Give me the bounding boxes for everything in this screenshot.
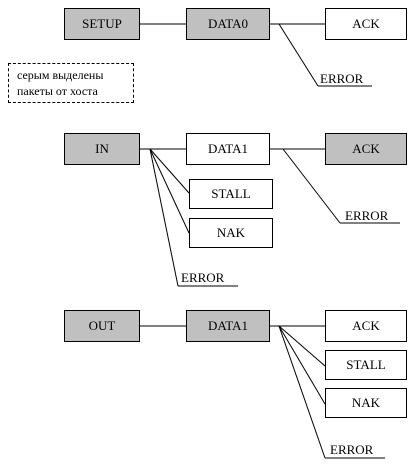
out-error-label: ERROR xyxy=(330,442,374,457)
setup-data0-label: DATA0 xyxy=(207,16,249,31)
setup-ack-box: ACK xyxy=(325,8,407,40)
in-ack-box: ACK xyxy=(325,133,407,165)
in-to-error-line xyxy=(149,148,179,287)
setup-error-label: ERROR xyxy=(320,71,364,86)
in-token-label: IN xyxy=(95,141,109,156)
out-data1-to-error-line xyxy=(278,325,326,459)
in-data1-box: DATA1 xyxy=(186,133,270,165)
out-ack-box: ACK xyxy=(325,310,407,342)
out-data1-box: DATA1 xyxy=(186,310,270,342)
out-nak-label: NAK xyxy=(351,395,381,410)
in-error-label: ERROR xyxy=(181,270,225,285)
legend-box: серым выделены пакеты от хоста xyxy=(8,63,134,103)
data0-to-error-line xyxy=(278,23,319,87)
out-stall-label: STALL xyxy=(346,357,386,372)
legend-line-1: серым выделены xyxy=(17,68,104,82)
in-ack-label: ACK xyxy=(352,141,380,156)
out-nak-box: NAK xyxy=(325,388,407,418)
out-data1-to-stall-line xyxy=(278,325,326,367)
in-stall-box: STALL xyxy=(189,179,273,209)
in-nak-label: NAK xyxy=(216,225,246,240)
out-data1-label: DATA1 xyxy=(207,318,249,333)
data1-to-error-line xyxy=(282,148,341,224)
in-to-stall-line xyxy=(149,148,190,194)
setup-ack-label: ACK xyxy=(352,16,380,31)
in-to-nak-line xyxy=(149,148,190,234)
setup-token-label: SETUP xyxy=(82,16,122,31)
out-data1-to-nak-line xyxy=(278,325,326,405)
out-ack-label: ACK xyxy=(352,318,380,333)
in-stall-label: STALL xyxy=(211,186,251,201)
out-token-box: OUT xyxy=(64,310,140,342)
legend-line-2: пакеты от хоста xyxy=(17,84,98,98)
setup-data0-box: DATA0 xyxy=(186,8,270,40)
in-nak-box: NAK xyxy=(189,218,273,248)
setup-token-box: SETUP xyxy=(64,8,140,40)
out-token-label: OUT xyxy=(88,318,116,333)
in-token-box: IN xyxy=(64,133,140,165)
in-data-error-label: ERROR xyxy=(345,208,389,223)
in-data1-label: DATA1 xyxy=(207,141,249,156)
out-stall-box: STALL xyxy=(325,350,407,380)
